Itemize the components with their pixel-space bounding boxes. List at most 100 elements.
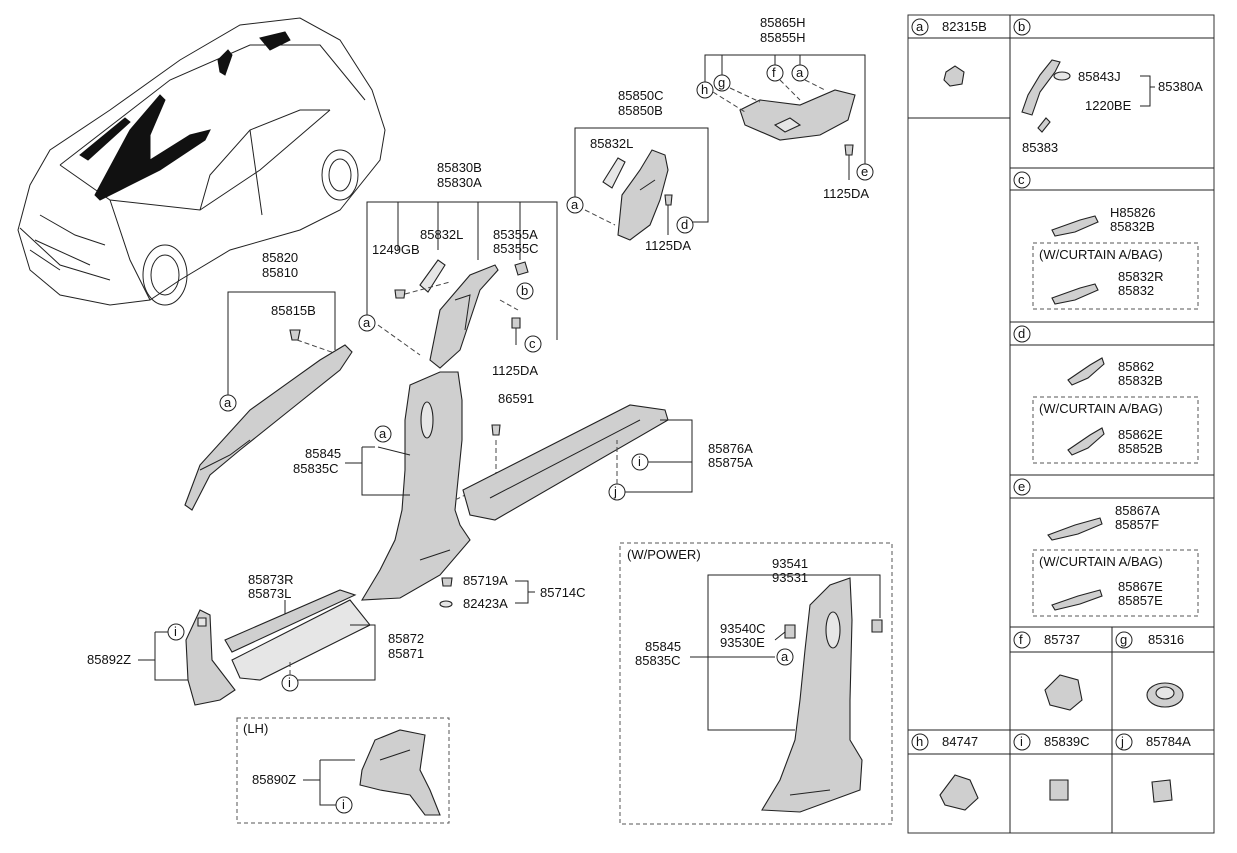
legend-b-letter: b [1018, 19, 1025, 34]
label-93540C: 93540C [720, 621, 766, 636]
wpower-box: (W/POWER) 93541 93531 93540C 93530E 8584… [619, 542, 893, 825]
label-85830B: 85830B [437, 160, 482, 175]
label-85835C-b: 85835C [635, 653, 681, 668]
callout-a [219, 394, 237, 412]
callout-i-text: i [638, 454, 641, 469]
label-86591: 86591 [498, 391, 534, 406]
label-85850B: 85850B [618, 103, 663, 118]
legend-a-circle [911, 18, 929, 36]
legend-i-circle [1013, 733, 1031, 751]
callout-g [713, 74, 731, 92]
label-85832L-b: 85832L [420, 227, 463, 242]
grab-handle-icon [1021, 59, 1061, 116]
legend-e-circle [1013, 478, 1031, 496]
legend-table: a 82315B b 85843J 85380A 1220BE 85383 c … [907, 14, 1215, 834]
callout-i3-text: i [174, 624, 177, 639]
label-85890Z: 85890Z [252, 772, 296, 787]
legend-c-85832: 85832 [1118, 283, 1154, 298]
callout-a5 [374, 425, 392, 443]
legend-b-85843J: 85843J [1078, 69, 1121, 84]
label-93541: 93541 [772, 556, 808, 571]
legend-e-curtain-label: (W/CURTAIN A/BAG) [1039, 554, 1163, 569]
legend-c-curtain-label: (W/CURTAIN A/BAG) [1039, 247, 1163, 262]
label-lh: (LH) [243, 721, 268, 736]
legend-j-part: 85784A [1146, 734, 1191, 749]
center-pillar-upper-group: 85830B 85830A 1249GB 85832L 85355A 85355… [358, 160, 558, 378]
cover-c-icon [1051, 215, 1099, 237]
callout-i2-text: i [288, 675, 291, 690]
label-85719A: 85719A [463, 573, 508, 588]
legend-i-part: 85839C [1044, 734, 1090, 749]
legend-e-85867A: 85867A [1115, 503, 1160, 518]
label-85845-b: 85845 [645, 639, 681, 654]
sill-85876-group: 85876A 85875A i j [462, 404, 753, 521]
label-85865H: 85865H [760, 15, 806, 30]
legend-f-letter: f [1019, 632, 1023, 647]
clip-85784A-icon [1151, 779, 1173, 803]
label-85714C: 85714C [540, 585, 586, 600]
legend-b-circle [1013, 18, 1031, 36]
callout-e-text: e [861, 164, 868, 179]
legend-c-letter: c [1018, 172, 1025, 187]
callout-a3 [566, 196, 584, 214]
callout-h [696, 81, 714, 99]
legend-f-part: 85737 [1044, 632, 1080, 647]
callout-d-text: d [681, 217, 688, 232]
legend-j-letter: j [1120, 734, 1124, 749]
lh-box: (LH) 85890Z i [236, 717, 450, 824]
legend-e-letter: e [1018, 479, 1025, 494]
legend-b-1220BE: 1220BE [1085, 98, 1132, 113]
legend-g-letter: g [1120, 632, 1127, 647]
callout-b-text: b [521, 283, 528, 298]
trim-85865-group: 85865H 85855H h g f a e 1125DA [696, 15, 874, 201]
legend-a-part: 82315B [942, 19, 987, 34]
clip-82315B-icon [943, 65, 965, 87]
callout-d [676, 216, 694, 234]
van-illustration [17, 17, 386, 306]
label-85876A: 85876A [708, 441, 753, 456]
label-82423A: 82423A [463, 596, 508, 611]
callout-f-text: f [772, 65, 776, 80]
legend-e-85857F: 85857F [1115, 517, 1159, 532]
callout-a4-text: a [796, 65, 804, 80]
label-85355C: 85355C [493, 241, 539, 256]
label-85875A: 85875A [708, 455, 753, 470]
legend-b-85383: 85383 [1022, 140, 1058, 155]
label-85810: 85810 [262, 265, 298, 280]
legend-g-circle [1115, 631, 1133, 649]
label-85830A: 85830A [437, 175, 482, 190]
clip-85839C-icon [1049, 779, 1069, 801]
label-1249GB: 1249GB [372, 242, 420, 257]
legend-d-85862: 85862 [1118, 359, 1154, 374]
callout-i3 [167, 623, 185, 641]
legend-e-85867E: 85867E [1118, 579, 1163, 594]
label-wpower: (W/POWER) [627, 547, 701, 562]
legend-b-85380A: 85380A [1158, 79, 1203, 94]
callout-f [766, 64, 784, 82]
cover-d-icon [1067, 357, 1105, 386]
legend-c-85832R: 85832R [1118, 269, 1164, 284]
callout-a5-text: a [379, 426, 387, 441]
legend-d-85832B: 85832B [1118, 373, 1163, 388]
callout-a2 [358, 314, 376, 332]
legend-j-circle [1115, 733, 1133, 751]
legend-i-letter: i [1020, 734, 1023, 749]
legend-h-letter: h [916, 734, 923, 749]
label-85820: 85820 [262, 250, 298, 265]
callout-c-text: c [529, 336, 536, 351]
callout-h-text: h [701, 82, 708, 97]
legend-h-part: 84747 [942, 734, 978, 749]
legend-c-circle [1013, 171, 1031, 189]
callout-g-text: g [718, 75, 725, 90]
callout-j-text: j [613, 484, 617, 499]
callout-a6-text: a [781, 649, 789, 664]
label-85845-a: 85845 [305, 446, 341, 461]
legend-c-85832B: 85832B [1110, 219, 1155, 234]
legend-d-85862E: 85862E [1118, 427, 1163, 442]
callout-a4 [791, 64, 809, 82]
label-93531: 93531 [772, 570, 808, 585]
label-85355A: 85355A [493, 227, 538, 242]
legend-c-H85826: H85826 [1110, 205, 1156, 220]
